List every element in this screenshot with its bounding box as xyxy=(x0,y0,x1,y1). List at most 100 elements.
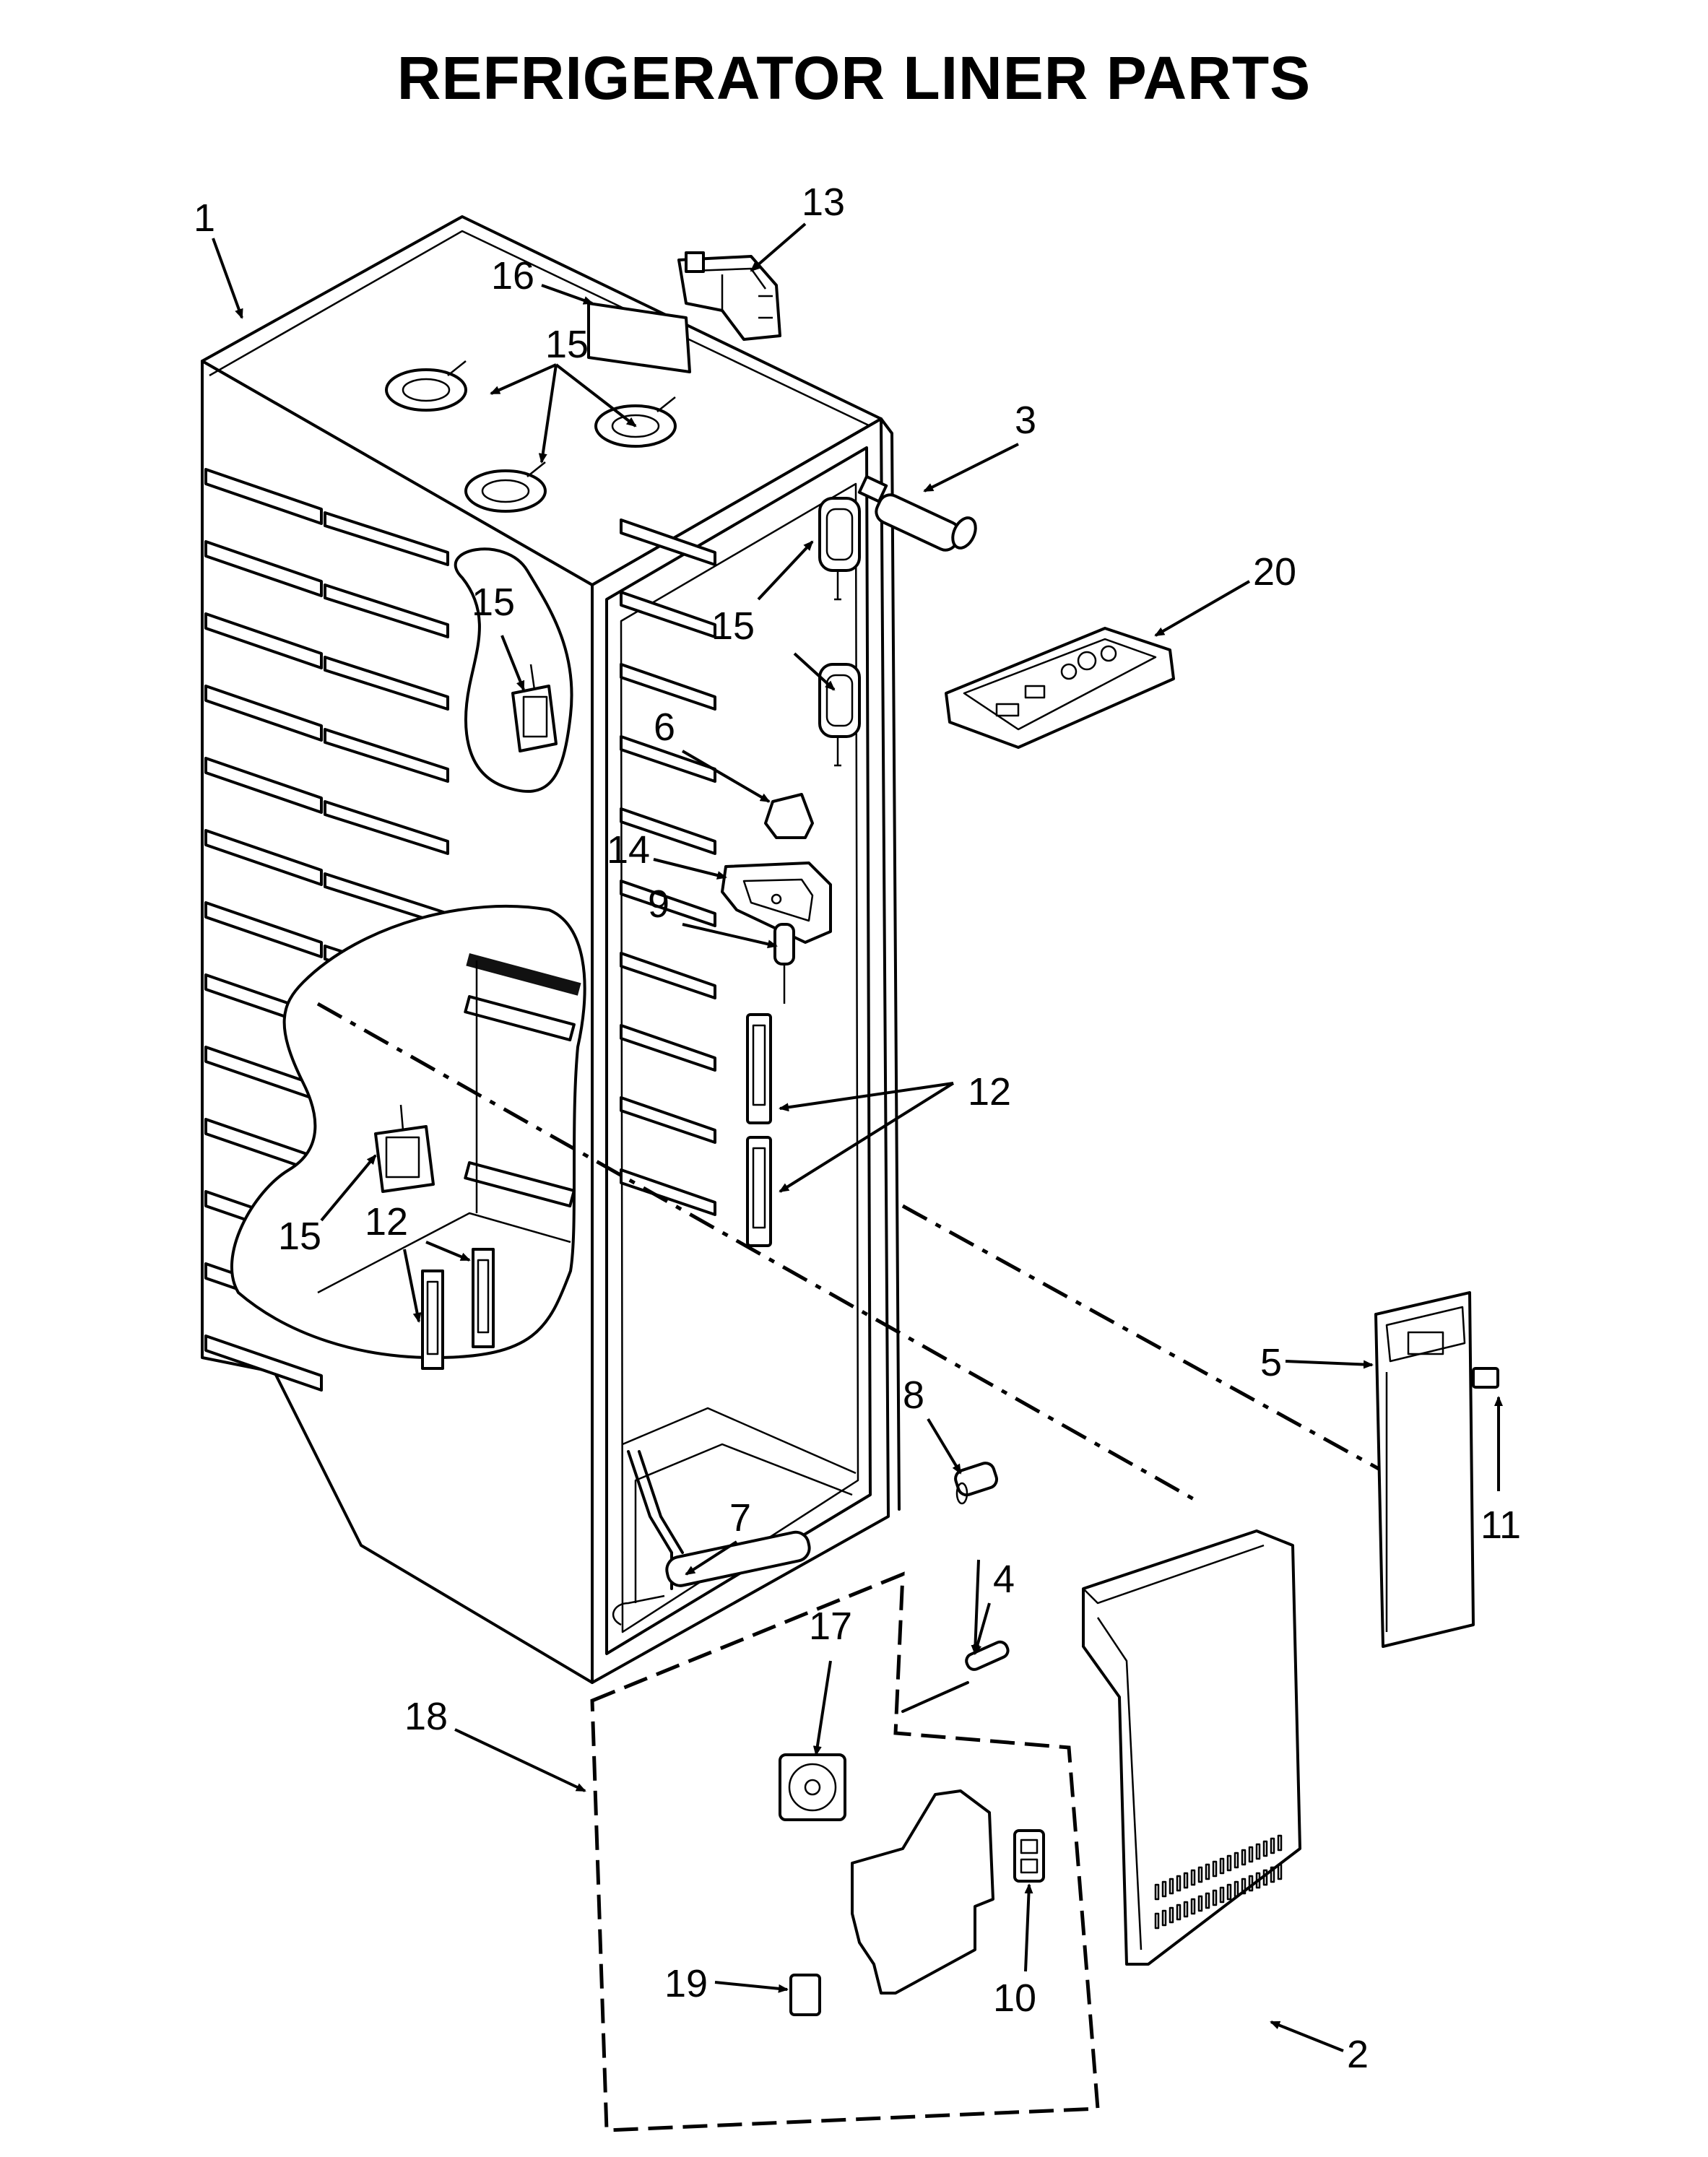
vent-slot xyxy=(1255,1843,1261,1860)
part-9-switch xyxy=(773,923,795,1004)
vent-slot xyxy=(1176,1875,1182,1892)
part-13-top-hinge-bracket xyxy=(677,251,781,341)
vent-slot xyxy=(1241,1849,1247,1866)
callout-15-top: 15 xyxy=(545,323,589,366)
vent-slot xyxy=(1226,1883,1232,1901)
vent-slot xyxy=(1190,1898,1196,1915)
part-14-light-shield xyxy=(721,862,832,944)
vent-slot xyxy=(1262,1840,1268,1857)
vent-slot xyxy=(1161,1909,1167,1927)
vent-slot xyxy=(1248,1846,1254,1863)
inner-shelf-rib xyxy=(620,880,716,927)
part-12-drawer-slides-wall xyxy=(746,1013,772,1247)
light-socket-wire xyxy=(526,461,546,477)
inner-shelf-rib xyxy=(620,1096,716,1144)
vent-slot xyxy=(1161,1880,1167,1898)
callout-16: 16 xyxy=(491,254,534,298)
part-19-clip xyxy=(789,1974,821,2016)
shelf-rib xyxy=(204,540,323,597)
part-15-light-sockets-cutaway xyxy=(374,664,558,1193)
part-8-plug xyxy=(954,1462,999,1505)
light-socket-wire xyxy=(656,396,676,412)
shelf-rib xyxy=(324,800,449,855)
vent-slot xyxy=(1212,1860,1218,1878)
assembly-guide-lines xyxy=(316,1002,1388,2132)
callout-5: 5 xyxy=(1260,1341,1282,1384)
shelf-rib xyxy=(324,656,449,711)
callout-4: 4 xyxy=(993,1558,1015,1601)
diagram-title: REFRIGERATOR LINER PARTS xyxy=(396,44,1312,112)
callout-15-cutaway-lower: 15 xyxy=(278,1215,321,1258)
shelf-rib xyxy=(204,757,323,814)
part-3-water-filter xyxy=(857,475,977,552)
shelf-rib xyxy=(204,612,323,669)
callout-15-cutaway-upper: 15 xyxy=(472,581,515,624)
callout-12-wall: 12 xyxy=(968,1070,1011,1114)
callout-10: 10 xyxy=(993,1976,1036,2020)
shelf-rib xyxy=(204,901,323,958)
vent-slot xyxy=(1262,1869,1268,1886)
part-11-clip xyxy=(1472,1367,1499,1389)
vent-slot xyxy=(1219,1857,1225,1875)
vent-slot xyxy=(1248,1875,1254,1892)
vent-slot xyxy=(1270,1866,1275,1883)
vent-slot xyxy=(1212,1889,1218,1906)
callout-8: 8 xyxy=(903,1373,924,1417)
vent-slot xyxy=(1205,1892,1210,1909)
vent-slot xyxy=(1277,1863,1283,1880)
callout-11: 11 xyxy=(1481,1503,1521,1547)
part-7-drain-tube xyxy=(612,1450,811,1626)
vent-slot xyxy=(1183,1901,1189,1918)
callout-14: 14 xyxy=(607,828,650,872)
callout-19: 19 xyxy=(664,1962,708,2005)
shelf-rib xyxy=(204,1334,323,1392)
shelf-rib xyxy=(324,583,449,638)
inner-shelf-rib xyxy=(620,807,716,855)
inner-shelf-rib xyxy=(620,1024,716,1072)
vent-slot xyxy=(1219,1886,1225,1904)
callout-2: 2 xyxy=(1347,2033,1369,2076)
callout-13: 13 xyxy=(802,181,845,224)
part-17-fan xyxy=(779,1753,846,1821)
vent-slot xyxy=(1169,1878,1174,1895)
vent-slot xyxy=(1176,1904,1182,1921)
vent-slot xyxy=(1277,1834,1283,1852)
part-6-clip xyxy=(764,793,814,839)
light-socket-inner xyxy=(611,414,660,438)
inner-shelf-rib xyxy=(620,518,716,566)
light-socket-inner xyxy=(402,378,451,402)
part-4-thermistor xyxy=(901,1640,1010,1713)
vent-slot xyxy=(1255,1872,1261,1889)
vent-slot xyxy=(1234,1852,1239,1869)
part-2-vent-slots xyxy=(1154,1834,1283,1930)
vent-slot xyxy=(1190,1869,1196,1886)
shelf-rib xyxy=(204,829,323,886)
shelf-rib xyxy=(324,728,449,783)
callout-1: 1 xyxy=(194,196,215,240)
part-16-label-plate xyxy=(587,302,691,373)
inner-shelf-rib xyxy=(620,591,716,638)
shelf-rib xyxy=(204,685,323,742)
callout-7: 7 xyxy=(729,1496,751,1540)
vent-slot xyxy=(1270,1837,1275,1854)
callout-18: 18 xyxy=(404,1695,448,1738)
shelf-rib xyxy=(204,468,323,525)
callout-12-cutaway: 12 xyxy=(365,1200,408,1244)
inner-shelf-rib xyxy=(620,1168,716,1216)
vent-slot xyxy=(1154,1912,1160,1930)
inner-shelf-rib xyxy=(620,952,716,999)
vent-slot xyxy=(1205,1863,1210,1880)
vent-slot xyxy=(1169,1906,1174,1924)
vent-slot xyxy=(1197,1895,1203,1912)
light-socket xyxy=(385,368,467,412)
vent-slot xyxy=(1197,1866,1203,1883)
shelf-rib xyxy=(324,511,449,566)
callout-9: 9 xyxy=(648,882,669,926)
inner-shelf-rib xyxy=(620,735,716,783)
callout-20: 20 xyxy=(1253,550,1296,594)
callout-3: 3 xyxy=(1015,399,1036,442)
shelf-ribs-inner-wall xyxy=(620,518,716,1216)
part-5-dispenser-panel xyxy=(1374,1291,1475,1648)
part-18-fan-shroud xyxy=(851,1789,994,1995)
